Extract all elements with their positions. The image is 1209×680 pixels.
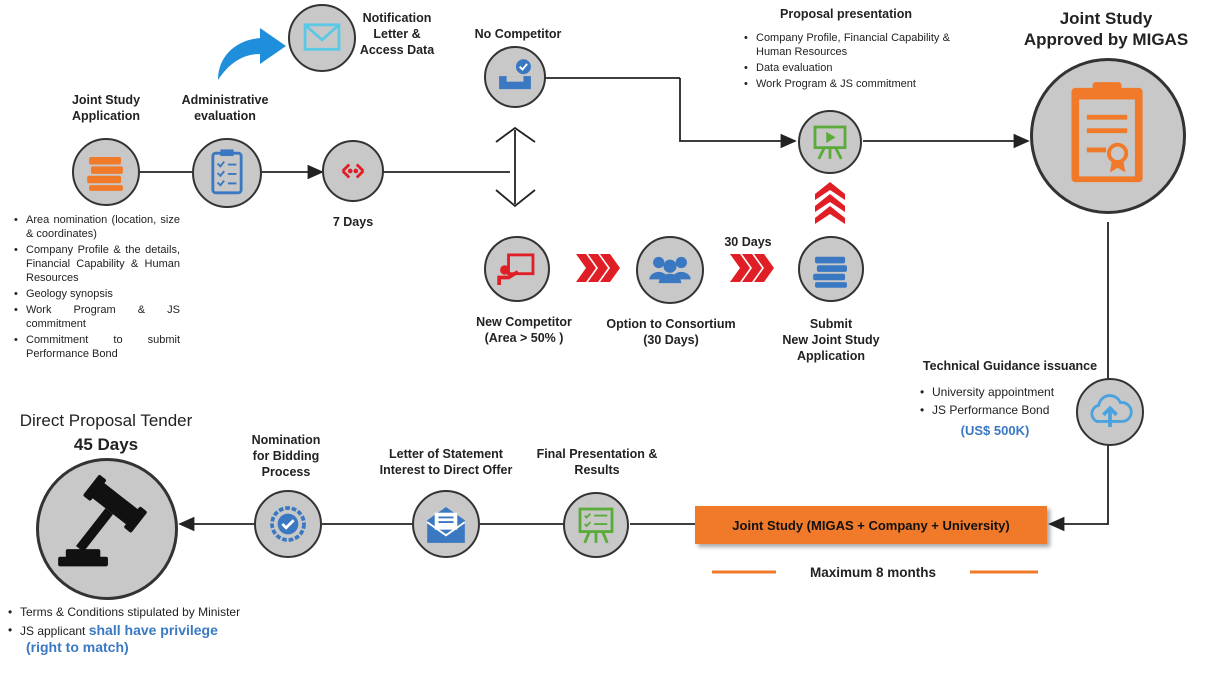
no-competitor-label: No Competitor: [474, 27, 562, 41]
tender-bullet: Terms & Conditions stipulated by Ministe…: [6, 604, 250, 620]
guidance-bullets: University appointment JS Performance Bo…: [918, 384, 1088, 420]
tender-tail: (right to match): [26, 639, 129, 655]
chevrons-up-icon: [815, 182, 845, 224]
admin-eval-node: [192, 138, 262, 208]
application-bullet: Commitment to submit Performance Bond: [12, 333, 180, 361]
chevrons-right-icon: [730, 254, 774, 282]
no-competitor-node: [484, 46, 546, 108]
presentation-board-icon: [813, 125, 847, 160]
forty-five-days: 45 Days: [73, 435, 139, 454]
certificate-clipboard-icon: [1071, 82, 1143, 183]
guidance-node: [1076, 378, 1144, 446]
application-bullet: Area nomination (location, size & coordi…: [12, 213, 180, 241]
teacher-board-icon: [497, 253, 535, 285]
consortium-label: Option to Consortium (30 Days): [606, 317, 736, 347]
checklist-clipboard-icon: [211, 149, 243, 195]
joint-study-bar-label: Joint Study (MIGAS + Company + Universit…: [732, 517, 1010, 533]
book-stack-icon: [87, 156, 123, 191]
approved-title: Joint Study Approved by MIGAS: [1023, 9, 1189, 49]
proposal-presentation-title: Proposal presentation: [780, 7, 912, 21]
submit-new-node: [798, 236, 864, 302]
approved-node: [1030, 58, 1186, 214]
checklist-board-icon: [578, 507, 614, 544]
seven-days-node: [322, 140, 384, 202]
jsa-title: Joint Study Application: [71, 93, 141, 123]
notification-node: [288, 4, 356, 72]
book-stack-icon: [813, 256, 847, 288]
letter-node: [412, 490, 480, 558]
nomination-node: [254, 490, 322, 558]
proposal-bullet: Company Profile, Financial Capability & …: [742, 31, 950, 59]
gavel-icon: [58, 475, 147, 567]
open-envelope-icon: [426, 507, 466, 543]
envelope-icon: [303, 23, 341, 51]
nomination-label: Nomination for Bidding Process: [251, 433, 321, 479]
final-presentation-label: Final Presentation & Results: [536, 447, 658, 477]
tender-bullet-prefix: JS applicant: [20, 624, 89, 638]
joint-study-bar: Joint Study (MIGAS + Company + Universit…: [695, 506, 1047, 544]
tender-bullet: JS applicant shall have privilege (right…: [6, 622, 250, 656]
application-bullet: Company Profile & the details, Financial…: [12, 243, 180, 285]
group-people-icon: [649, 256, 691, 284]
application-bullet: Work Program & JS commitment: [12, 303, 180, 331]
proposal-bullet: Work Program & JS commitment: [742, 77, 950, 91]
curved-arrow-icon: [218, 28, 286, 80]
cloud-upload-icon: [1090, 394, 1133, 428]
guidance-bullet: JS Performance Bond: [918, 402, 1088, 418]
inbox-check-icon: [499, 59, 531, 90]
tender-highlight: shall have privilege: [88, 622, 218, 638]
tech-guidance-title: Technical Guidance issuance: [922, 359, 1098, 373]
new-competitor-node: [484, 236, 550, 302]
application-bullet: Geology synopsis: [12, 287, 180, 301]
direct-tender-node: [36, 458, 178, 600]
direct-tender-title: Direct Proposal Tender: [19, 411, 193, 430]
jsa-node: [72, 138, 140, 206]
consortium-node: [636, 236, 704, 304]
admin-eval-label: Administrative evaluation: [181, 93, 269, 123]
thirty-days-label: 30 Days: [724, 235, 772, 249]
notification-label: Notification Letter & Access Data: [359, 11, 435, 57]
submit-new-label: Submit New Joint Study Application: [782, 317, 880, 363]
guidance-bullet: University appointment: [918, 384, 1088, 400]
proposal-bullets: Company Profile, Financial Capability & …: [742, 31, 950, 93]
network-dots-icon: [341, 163, 365, 179]
letter-statement-label: Letter of Statement Interest to Direct O…: [379, 447, 513, 477]
final-presentation-node: [563, 492, 629, 558]
proposal-node: [798, 110, 862, 174]
new-competitor-label: New Competitor (Area > 50% ): [476, 315, 572, 345]
tech-amount: (US$ 500K): [960, 423, 1030, 438]
seven-days-label: 7 Days: [332, 215, 374, 229]
application-bullets: Area nomination (location, size & coordi…: [12, 213, 180, 363]
max-months-label: Maximum 8 months: [809, 565, 937, 580]
proposal-bullet: Data evaluation: [742, 61, 950, 75]
badge-check-icon: [270, 506, 306, 542]
tender-bullets: Terms & Conditions stipulated by Ministe…: [6, 604, 250, 658]
chevrons-right-icon: [576, 254, 620, 282]
